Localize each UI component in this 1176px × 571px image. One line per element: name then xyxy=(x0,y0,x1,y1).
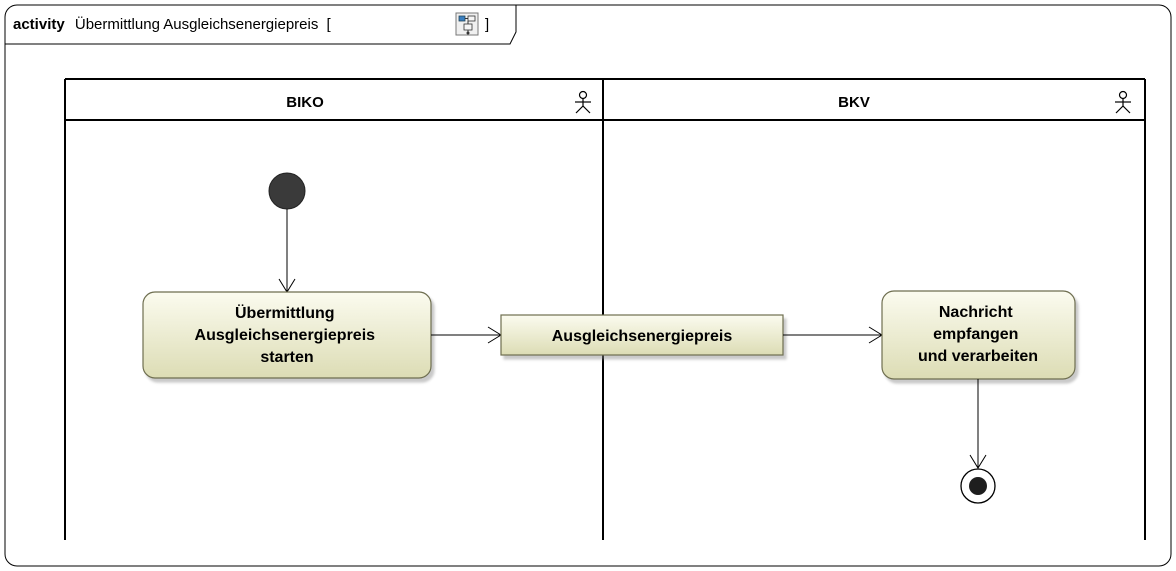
lane-title-biko: BIKO xyxy=(286,94,324,111)
object-node-label: Ausgleichsenergiepreis xyxy=(552,328,733,345)
frame-name-tab xyxy=(5,5,517,45)
frame-keyword: activity xyxy=(13,16,65,33)
action-receive-label: Nachricht empfangen und verarbeiten xyxy=(918,304,1038,365)
actor-icon xyxy=(575,90,591,114)
control-flow-receive-to-final xyxy=(969,379,987,469)
actor-icon xyxy=(1115,90,1131,114)
frame-bracket-close: ] xyxy=(485,16,489,33)
frame-header: activity Übermittlung Ausgleichsenergiep… xyxy=(13,15,332,33)
diagram-frame xyxy=(4,4,1172,567)
lane-title-bkv: BKV xyxy=(838,94,870,111)
swimlane-partition xyxy=(64,78,1146,540)
action-start-label: Übermittlung Ausgleichsenergiepreis star… xyxy=(195,303,380,366)
initial-node xyxy=(268,172,306,210)
frame-bracket-open: [ xyxy=(327,16,332,33)
frame-title: Übermittlung Ausgleichsenergiepreis xyxy=(75,15,318,33)
activity-diagram-icon xyxy=(455,12,479,36)
activity-final-node xyxy=(960,468,996,504)
object-node xyxy=(500,314,784,356)
